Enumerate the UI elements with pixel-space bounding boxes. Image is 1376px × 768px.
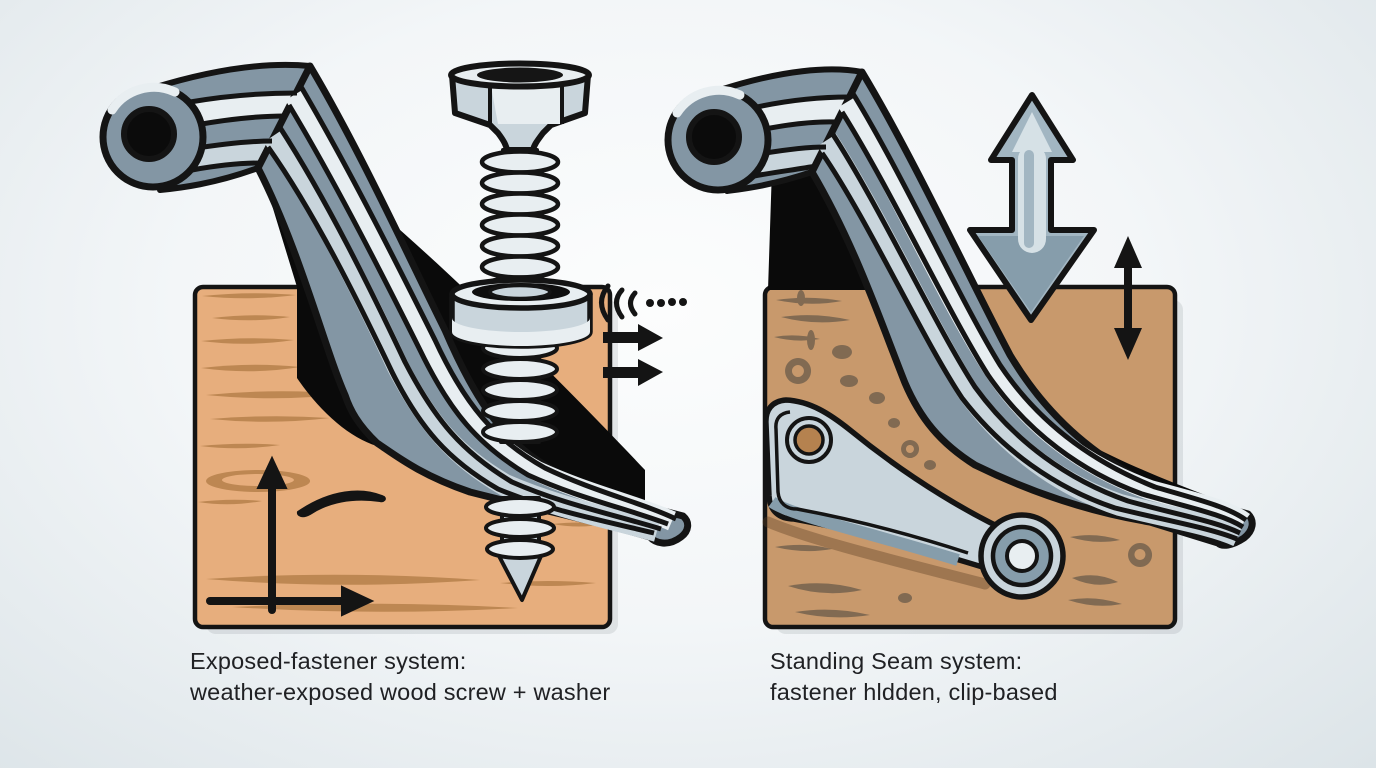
caption-line-1: Exposed-fastener system: xyxy=(190,648,467,674)
caption-line-2: weather-exposed wood screw + washer xyxy=(190,678,611,705)
grain-swirl xyxy=(296,490,386,518)
screw-hex-head xyxy=(448,60,592,153)
sealing-washer xyxy=(449,277,593,349)
metal-panel xyxy=(99,61,692,547)
exposed-fastener-figure xyxy=(99,60,692,634)
panel-highlight xyxy=(285,89,676,531)
panel-highlight xyxy=(838,96,1250,531)
slide-arrows-icon xyxy=(603,324,663,386)
panel-highlight xyxy=(817,133,1243,547)
caption-standing-seam: Standing Seam system: fastener hldden, c… xyxy=(770,646,1058,707)
standing-seam-figure xyxy=(664,66,1256,634)
caption-line-1: Standing Seam system: xyxy=(770,648,1023,674)
head-recess xyxy=(477,67,563,83)
clip-shadow xyxy=(762,516,991,590)
wood-grain-arrows-icon xyxy=(206,455,386,617)
roll-edge xyxy=(664,85,772,194)
panel-highlight xyxy=(263,129,660,542)
roll-edge xyxy=(99,82,207,191)
clip-fastener-grommet xyxy=(978,512,1066,600)
clip-screw-hole xyxy=(793,424,825,456)
caption-exposed-fastener: Exposed-fastener system: weather-exposed… xyxy=(190,646,610,707)
vertical-movement-arrow-icon xyxy=(1114,236,1142,360)
panel-ribs xyxy=(753,90,1248,542)
panel-ribs xyxy=(189,83,678,536)
uplift-double-arrow-icon xyxy=(967,92,1097,323)
wood-screw xyxy=(448,60,592,602)
vibration-waves-icon xyxy=(599,283,687,323)
caption-line-2: fastener hldden, clip-based xyxy=(770,678,1058,705)
metal-panel xyxy=(664,66,1256,549)
wood-spots xyxy=(774,290,1153,618)
wood-grain xyxy=(198,293,604,612)
hidden-clip xyxy=(762,397,1066,600)
